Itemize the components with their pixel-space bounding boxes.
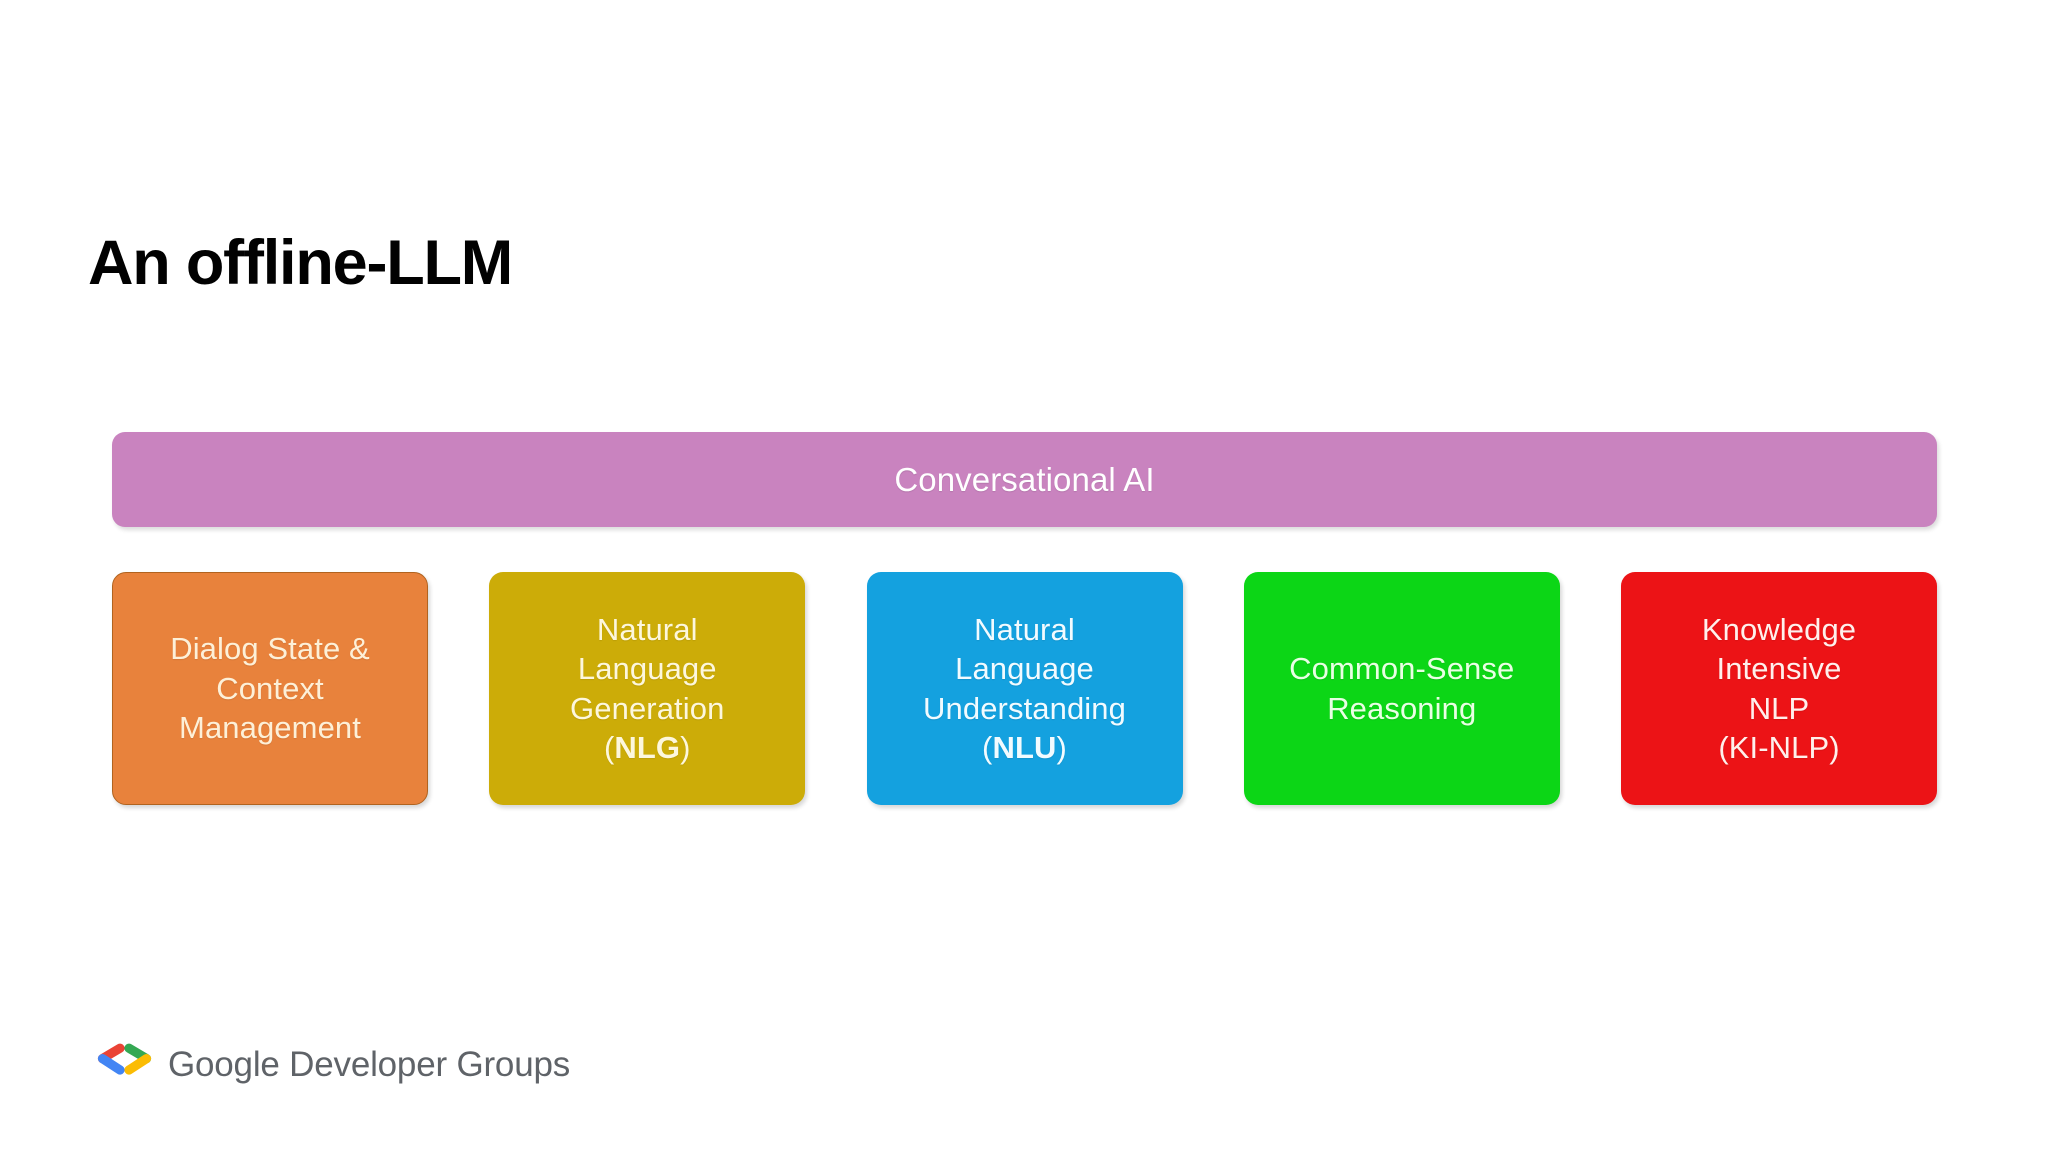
box-line: Context (216, 670, 324, 706)
conversational-ai-banner: Conversational AI (112, 432, 1937, 527)
acronym-text: NLU (992, 729, 1057, 765)
box-line: Knowledge (1701, 611, 1857, 647)
component-box-common-sense-reasoning: Common-Sense Reasoning (1243, 572, 1560, 805)
box-line: Language (955, 651, 1094, 687)
box-line: Understanding (923, 690, 1126, 726)
box-line: Intensive (1716, 651, 1842, 687)
google-developer-groups-chevron-icon (97, 1043, 152, 1075)
box-line: Reasoning (1327, 690, 1477, 726)
box-acronym-line: (NLU) (982, 728, 1067, 767)
acronym-close-paren: ) (680, 729, 691, 765)
box-line: Natural (596, 611, 698, 647)
component-box-nlu: Natural Language Understanding (NLU) (866, 572, 1183, 805)
box-line: Natural (974, 611, 1075, 647)
box-line: Generation (570, 690, 725, 726)
gdg-wordmark: Google Developer Groups (168, 1044, 571, 1084)
banner-label: Conversational AI (894, 460, 1155, 498)
component-row: Dialog State & Context Management Natura… (112, 572, 1937, 805)
acronym-text: NLG (614, 729, 681, 765)
gdg-footer-lockup: Google Developer Groups (96, 1042, 570, 1086)
component-box-dialog-state: Dialog State & Context Management (112, 572, 428, 805)
box-line: (KI-NLP) (1718, 729, 1840, 765)
box-line: Dialog State & (170, 631, 370, 667)
box-line: NLP (1748, 690, 1810, 726)
component-box-nlg: Natural Language Generation (NLG) (489, 572, 806, 805)
acronym-open-paren: ( (603, 729, 615, 765)
conversational-ai-diagram: Conversational AI Dialog State & Context… (112, 432, 1937, 805)
page-title: An offline-LLM (88, 228, 513, 299)
box-line: Management (179, 710, 361, 746)
box-line: Language (577, 651, 717, 687)
acronym-close-paren: ) (1056, 729, 1067, 765)
component-box-ki-nlp: Knowledge Intensive NLP (KI-NLP) (1621, 572, 1937, 805)
box-acronym-line: (NLG) (604, 728, 691, 767)
box-line: Common-Sense (1289, 651, 1515, 687)
acronym-open-paren: ( (982, 729, 993, 765)
